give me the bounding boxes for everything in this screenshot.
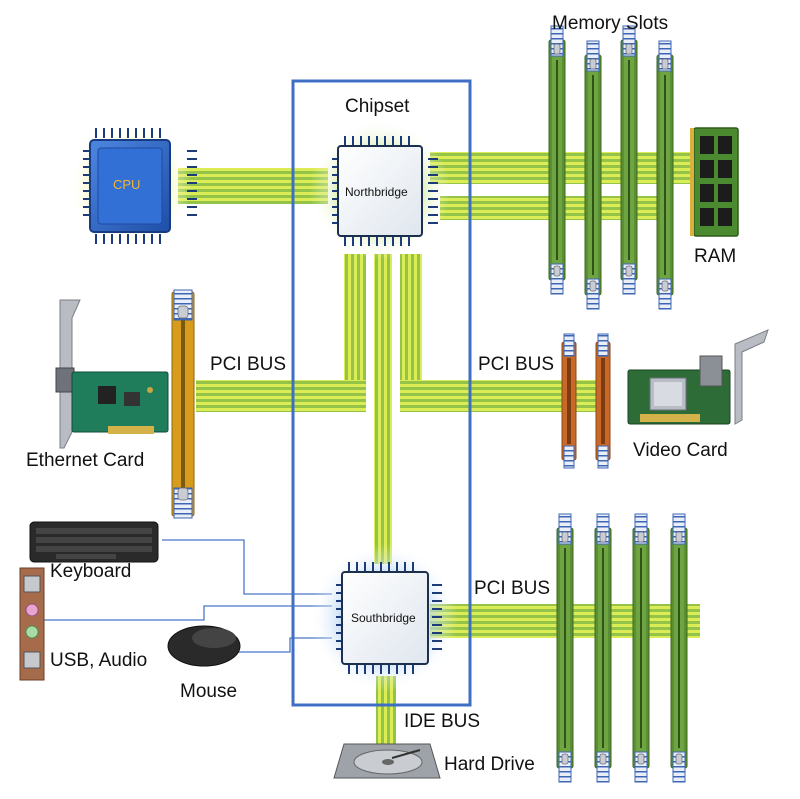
bus-nb-left-vertical bbox=[344, 254, 366, 390]
mouse-label: Mouse bbox=[180, 681, 238, 702]
wire-mouse bbox=[236, 637, 332, 653]
bus-cpu-northbridge bbox=[178, 168, 328, 204]
cpu-chip bbox=[68, 123, 197, 247]
hard-drive bbox=[333, 743, 441, 779]
ram-module bbox=[690, 127, 739, 237]
keyboard-device bbox=[29, 521, 159, 563]
bus-nb-center-vertical bbox=[374, 254, 392, 564]
southbridge-label: Southbridge bbox=[351, 611, 416, 625]
southbridge-chip bbox=[310, 544, 458, 692]
wire-usb-audio bbox=[44, 605, 332, 621]
pci-slot-ethernet bbox=[171, 289, 195, 519]
ethernet-card-label: Ethernet Card bbox=[26, 450, 145, 471]
pci-slots-lower bbox=[556, 513, 688, 783]
northbridge-chip bbox=[310, 120, 450, 260]
northbridge-label: Northbridge bbox=[345, 185, 408, 199]
video-card bbox=[627, 329, 769, 425]
usb-audio-label: USB, Audio bbox=[50, 650, 148, 671]
ram-label: RAM bbox=[694, 246, 737, 267]
pci-bus-left-label: PCI BUS bbox=[210, 354, 287, 375]
bus-nb-right-vertical bbox=[400, 254, 422, 406]
chipset-label: Chipset bbox=[345, 96, 410, 117]
keyboard-label: Keyboard bbox=[50, 561, 132, 582]
video-card-label: Video Card bbox=[633, 440, 728, 461]
mouse-device bbox=[167, 625, 241, 667]
wire-keyboard bbox=[162, 539, 332, 595]
ethernet-card bbox=[55, 299, 169, 449]
bus-ide bbox=[376, 676, 396, 754]
ide-bus-label: IDE BUS bbox=[404, 711, 481, 732]
pci-bus-lower-label: PCI BUS bbox=[474, 578, 551, 599]
bus-pci-left bbox=[196, 380, 366, 412]
usb-audio-panel bbox=[19, 567, 45, 681]
cpu-label: CPU bbox=[113, 177, 141, 192]
chipset-box bbox=[291, 79, 472, 707]
memory-slots-label: Memory Slots bbox=[552, 13, 669, 34]
pci-bus-video-label: PCI BUS bbox=[478, 354, 555, 375]
hard-drive-label: Hard Drive bbox=[444, 754, 535, 775]
